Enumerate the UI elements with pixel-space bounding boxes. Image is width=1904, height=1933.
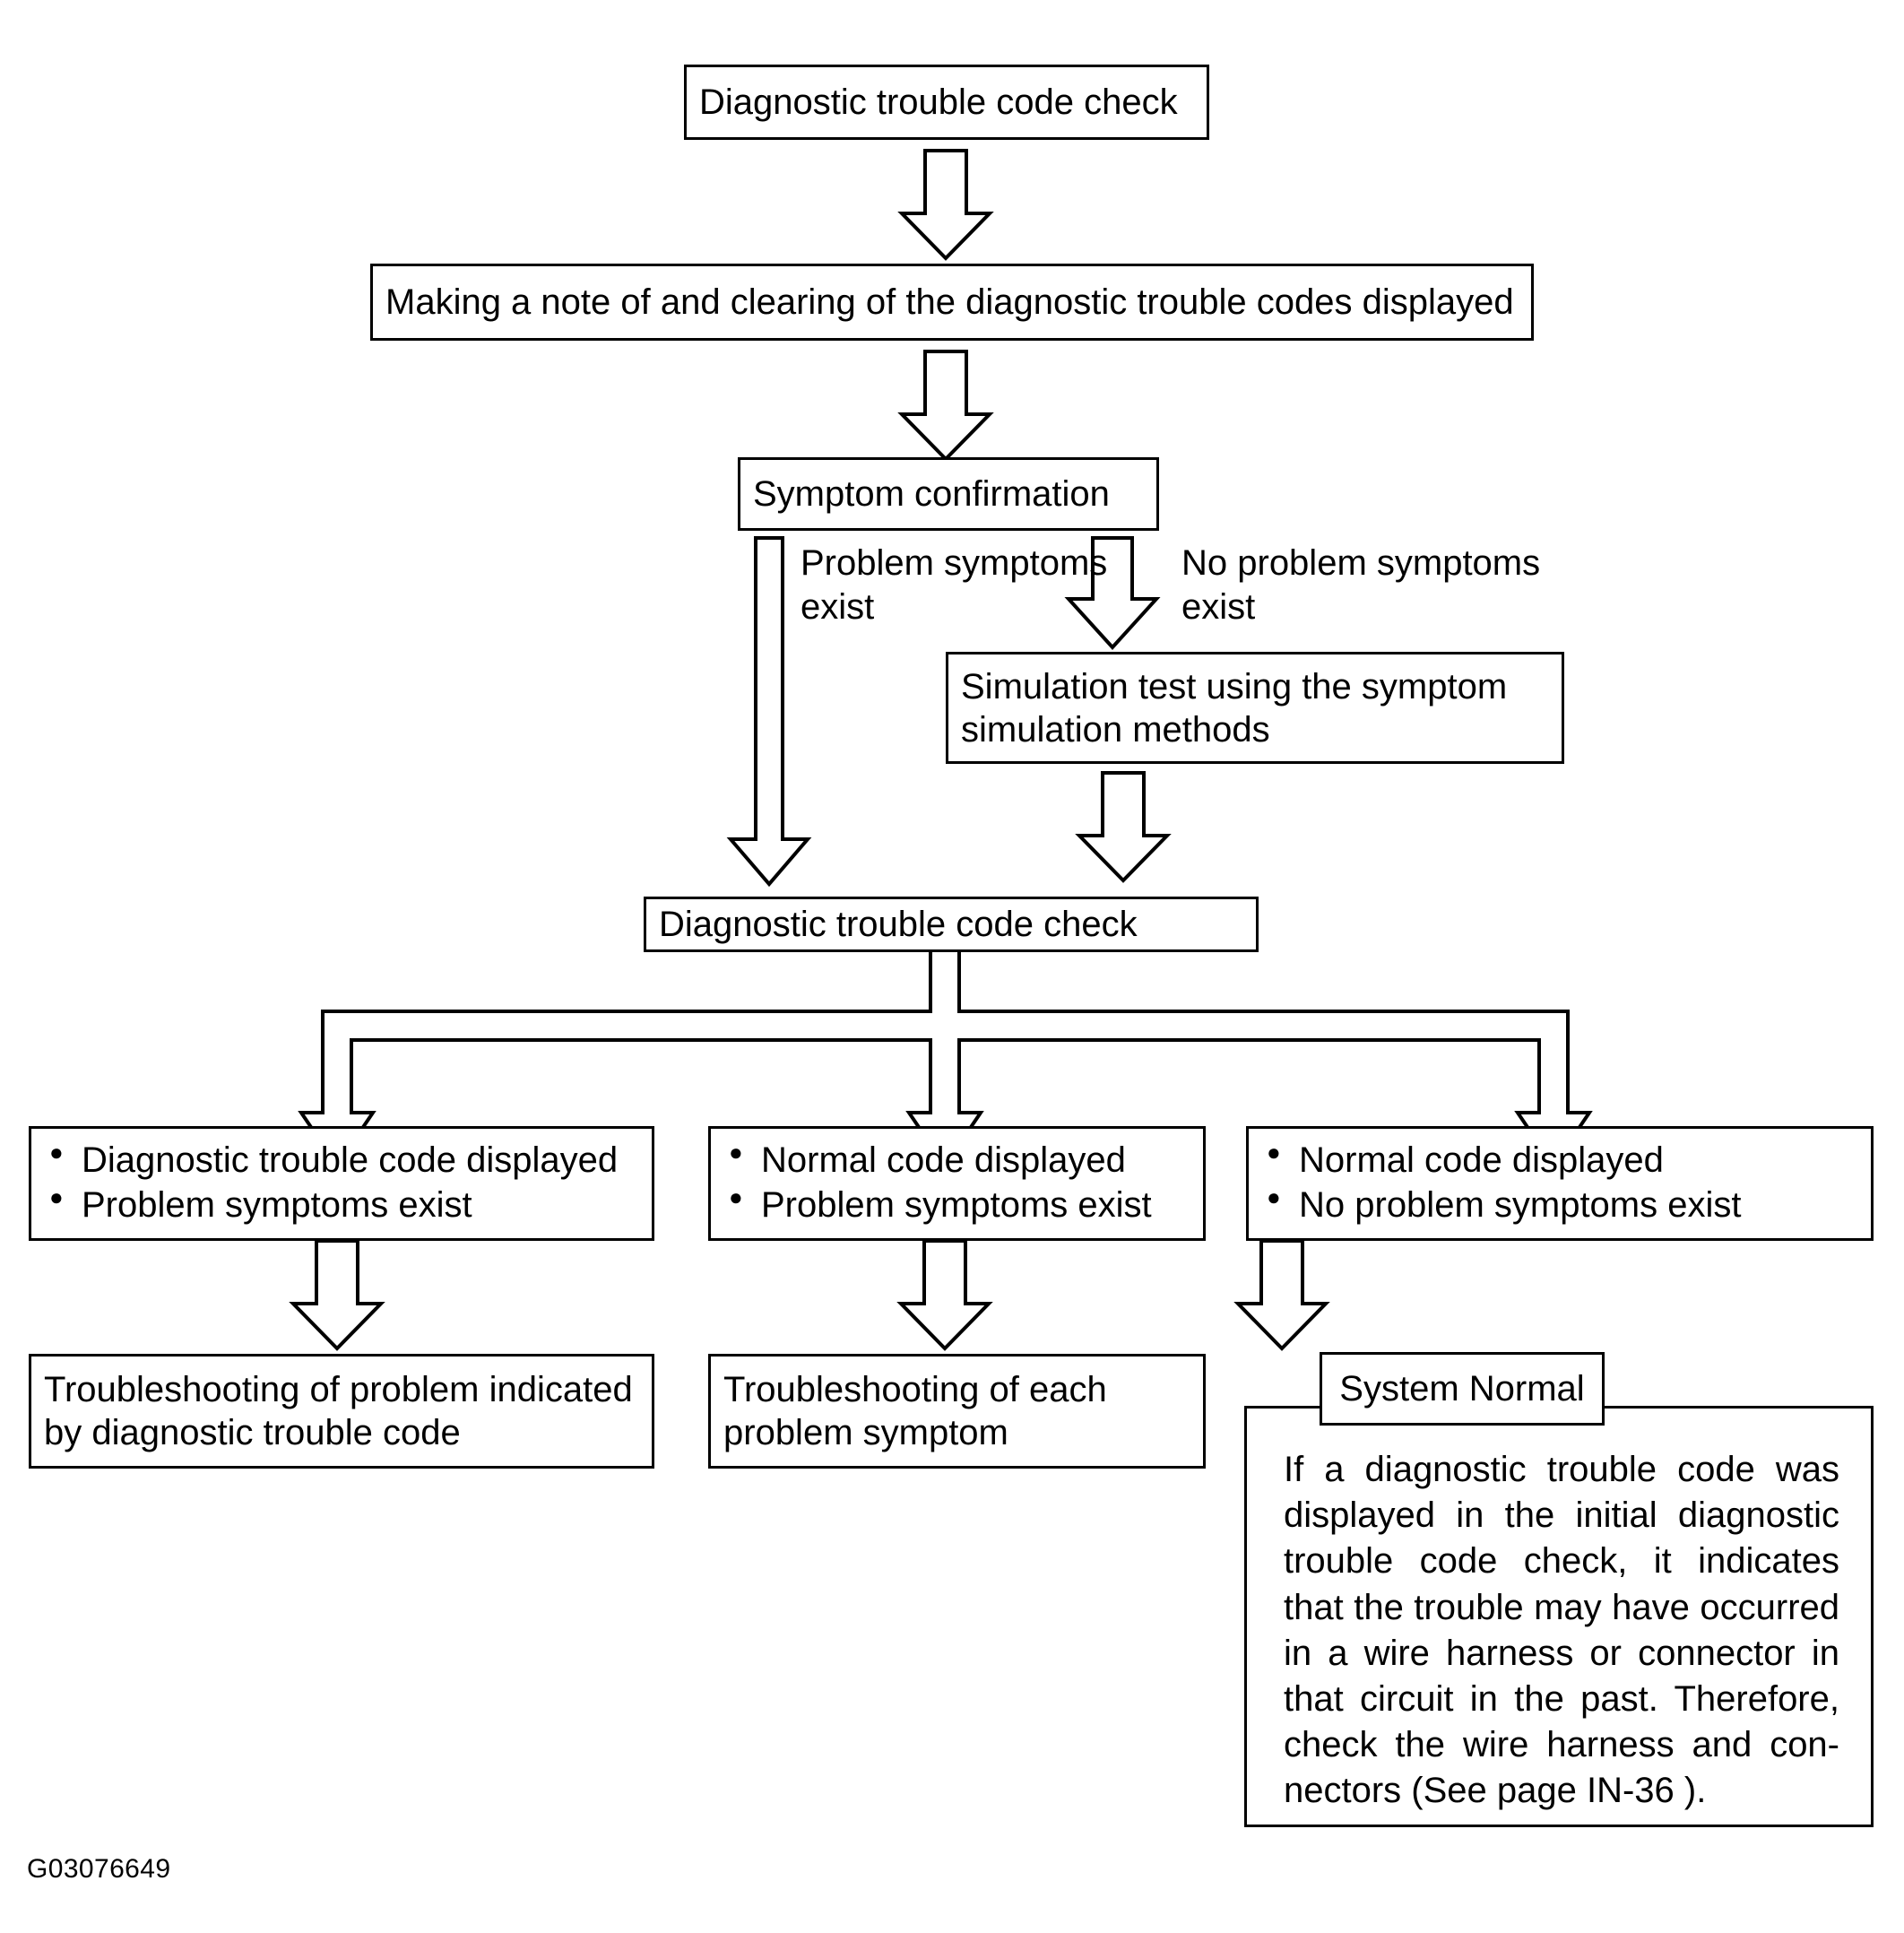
arrow-problem-symptoms-exist bbox=[726, 536, 812, 888]
list-item: No problem symptoms exist bbox=[1261, 1183, 1858, 1228]
result-right-list: Normal code displayed No problem symptom… bbox=[1249, 1138, 1871, 1228]
arrow-dtc1-to-note bbox=[897, 149, 994, 261]
edge-label-no-problem-symptoms-exist: No problem symptoms exist bbox=[1181, 543, 1541, 627]
node-troubleshoot-middle-label: Troubleshooting of each problem symptom bbox=[723, 1370, 1107, 1452]
node-symptom-confirmation-label: Symptom confirmation bbox=[753, 474, 1110, 514]
node-system-normal-body: If a diagnostic trouble code was display… bbox=[1284, 1447, 1839, 1815]
node-troubleshoot-left-label: Troubleshooting of problem indicated by … bbox=[44, 1370, 633, 1452]
node-dtc-check-1[interactable]: Diagnostic trouble code check bbox=[684, 65, 1209, 140]
node-system-normal-body-text: If a diagnostic trouble code was display… bbox=[1284, 1450, 1839, 1811]
list-item: Problem symptoms exist bbox=[44, 1183, 639, 1228]
node-result-left[interactable]: Diagnostic trouble code displayed Proble… bbox=[29, 1126, 654, 1241]
arrow-result-mid-to-troubleshoot bbox=[896, 1239, 993, 1351]
node-simulation-test-label: Simulation test using the symptom simula… bbox=[961, 666, 1508, 750]
node-dtc-check-2[interactable]: Diagnostic trouble code check bbox=[644, 897, 1259, 952]
node-symptom-confirmation[interactable]: Symptom confirmation bbox=[738, 457, 1159, 531]
list-item: Problem symptoms exist bbox=[723, 1183, 1190, 1228]
node-simulation-test[interactable]: Simulation test using the symptom simula… bbox=[946, 652, 1564, 764]
node-system-normal-tab[interactable]: System Normal bbox=[1320, 1352, 1605, 1426]
node-result-middle[interactable]: Normal code displayed Problem symptoms e… bbox=[708, 1126, 1206, 1241]
node-system-normal-label: System Normal bbox=[1339, 1368, 1585, 1409]
edge-label-problem-symptoms-exist: Problem symptoms exist bbox=[801, 543, 1108, 627]
arrow-result-right-to-system-normal bbox=[1233, 1239, 1330, 1351]
list-item: Normal code displayed bbox=[1261, 1138, 1858, 1183]
node-result-right[interactable]: Normal code displayed No problem symptom… bbox=[1246, 1126, 1874, 1241]
arrow-note-to-symptom bbox=[897, 350, 994, 462]
node-troubleshoot-left[interactable]: Troubleshooting of problem indicated by … bbox=[29, 1354, 654, 1469]
node-dtc-check-2-label: Diagnostic trouble code check bbox=[659, 905, 1138, 944]
list-item: Diagnostic trouble code displayed bbox=[44, 1138, 639, 1183]
arrow-result-left-to-troubleshoot bbox=[289, 1239, 385, 1351]
result-middle-list: Normal code displayed Problem symptoms e… bbox=[711, 1138, 1203, 1228]
node-making-note[interactable]: Making a note of and clearing of the dia… bbox=[370, 264, 1534, 341]
node-dtc-check-1-label: Diagnostic trouble code check bbox=[699, 82, 1178, 122]
page-code: G03076649 bbox=[27, 1854, 171, 1884]
node-troubleshoot-middle[interactable]: Troubleshooting of each problem symptom bbox=[708, 1354, 1206, 1469]
list-item: Normal code displayed bbox=[723, 1138, 1190, 1183]
result-left-list: Diagnostic trouble code displayed Proble… bbox=[31, 1138, 652, 1228]
arrow-simulation-to-dtc2 bbox=[1075, 771, 1172, 883]
node-making-note-label: Making a note of and clearing of the dia… bbox=[385, 282, 1514, 322]
